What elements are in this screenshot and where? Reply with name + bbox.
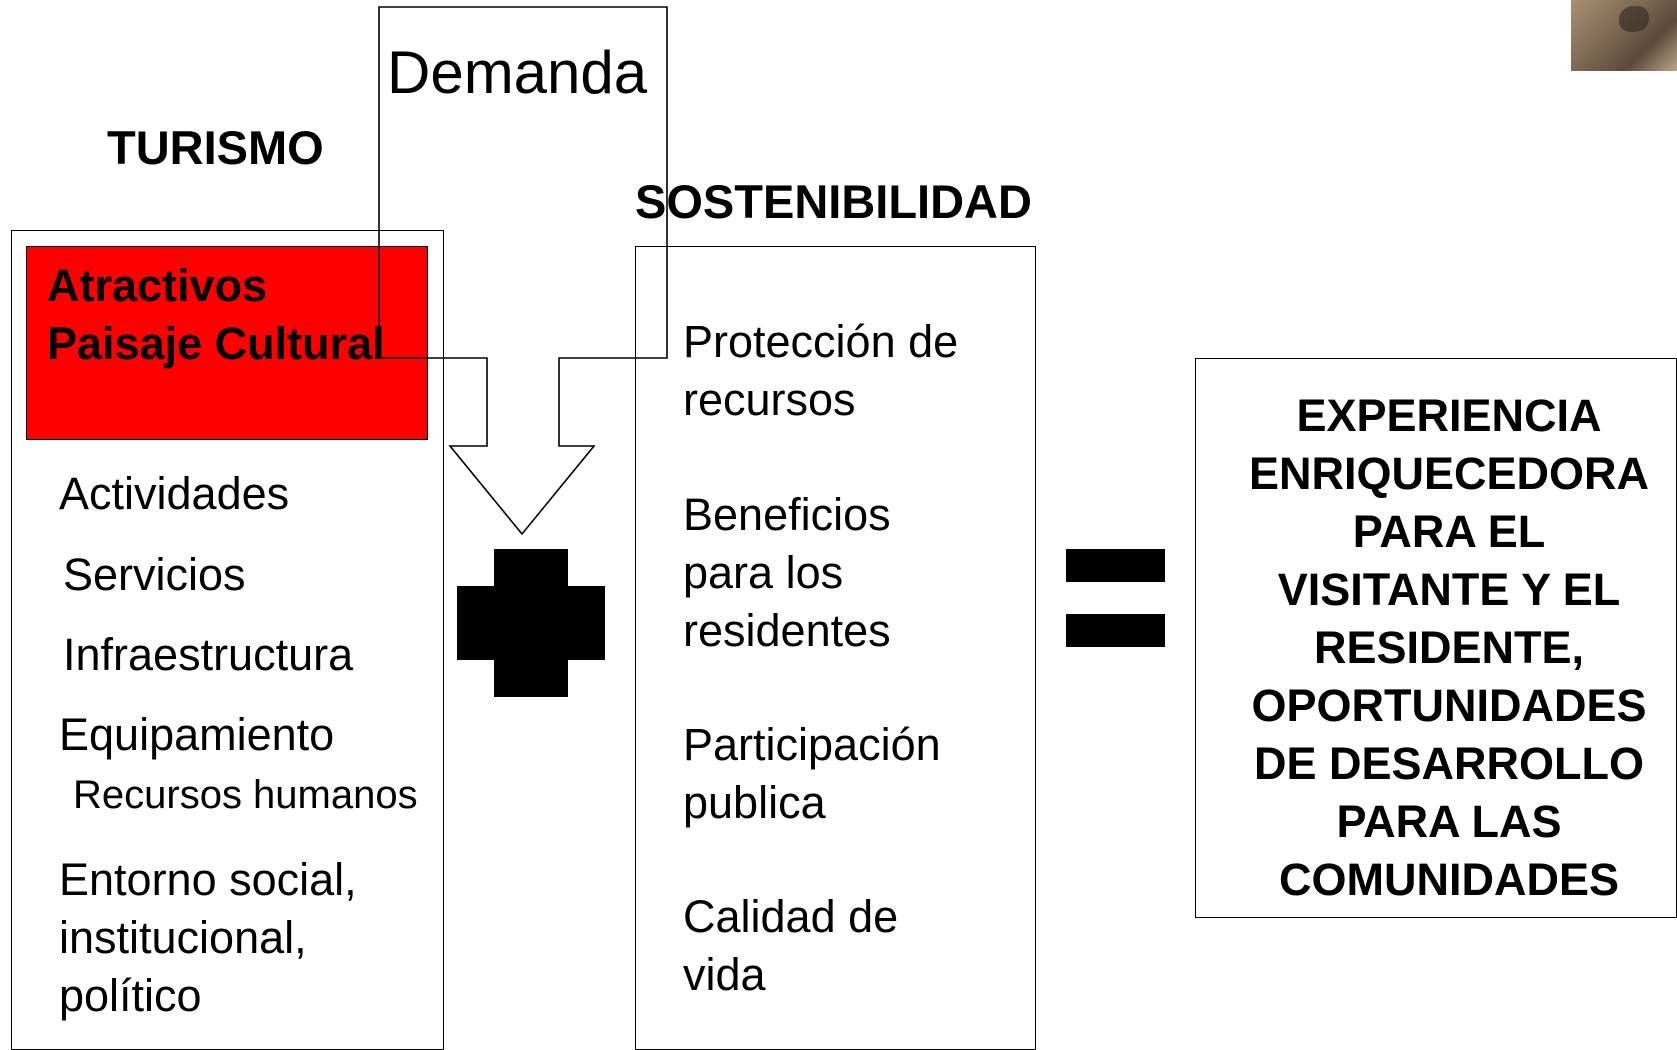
resultado-line: RESIDENTE, [1313, 622, 1585, 673]
turismo-item: Servicios [63, 549, 246, 600]
sostenibilidad-item: residentes [683, 605, 891, 656]
resultado-line: DE DESARROLLO [1253, 738, 1644, 789]
resultado-line: COMUNIDADES [1278, 854, 1619, 905]
sostenibilidad-item: publica [683, 777, 826, 828]
resultado-line: OPORTUNIDADES [1251, 680, 1647, 731]
sostenibilidad-item: Protección de [683, 316, 959, 367]
turismo-item: Actividades [59, 468, 290, 519]
demanda-label: Demanda [387, 39, 648, 106]
turismo-title: TURISMO [107, 121, 324, 174]
resultado-line: PARA LAS [1336, 796, 1562, 847]
resultado-line: VISITANTE Y EL [1277, 564, 1621, 615]
atractivos-line-1: Atractivos [47, 260, 268, 311]
sostenibilidad-item: vida [683, 949, 766, 1000]
turismo-item: político [59, 970, 202, 1021]
atractivos-line-2: Paisaje Cultural [47, 318, 385, 369]
sostenibilidad-item: Beneficios [683, 489, 891, 540]
corner-photo [1571, 0, 1677, 71]
resultado-line: EXPERIENCIA [1296, 390, 1602, 441]
sostenibilidad-item: Calidad de [683, 891, 899, 942]
sostenibilidad-title: SOSTENIBILIDAD [635, 175, 1032, 228]
turismo-item: Equipamiento [59, 709, 335, 760]
turismo-item: Recursos humanos [73, 773, 418, 817]
resultado-line: ENRIQUECEDORA [1248, 448, 1650, 499]
plus-icon [457, 549, 605, 697]
turismo-item: institucional, [59, 912, 307, 963]
resultado-line: PARA EL [1352, 506, 1546, 557]
atractivos-box [26, 246, 428, 440]
sostenibilidad-item: para los [683, 547, 844, 598]
sostenibilidad-item: recursos [683, 374, 856, 425]
equals-icon [1066, 549, 1165, 647]
sostenibilidad-item: Participación [683, 719, 941, 770]
turismo-item: Infraestructura [63, 629, 354, 680]
down-arrow-icon [378, 6, 668, 536]
turismo-item: Entorno social, [59, 854, 357, 905]
